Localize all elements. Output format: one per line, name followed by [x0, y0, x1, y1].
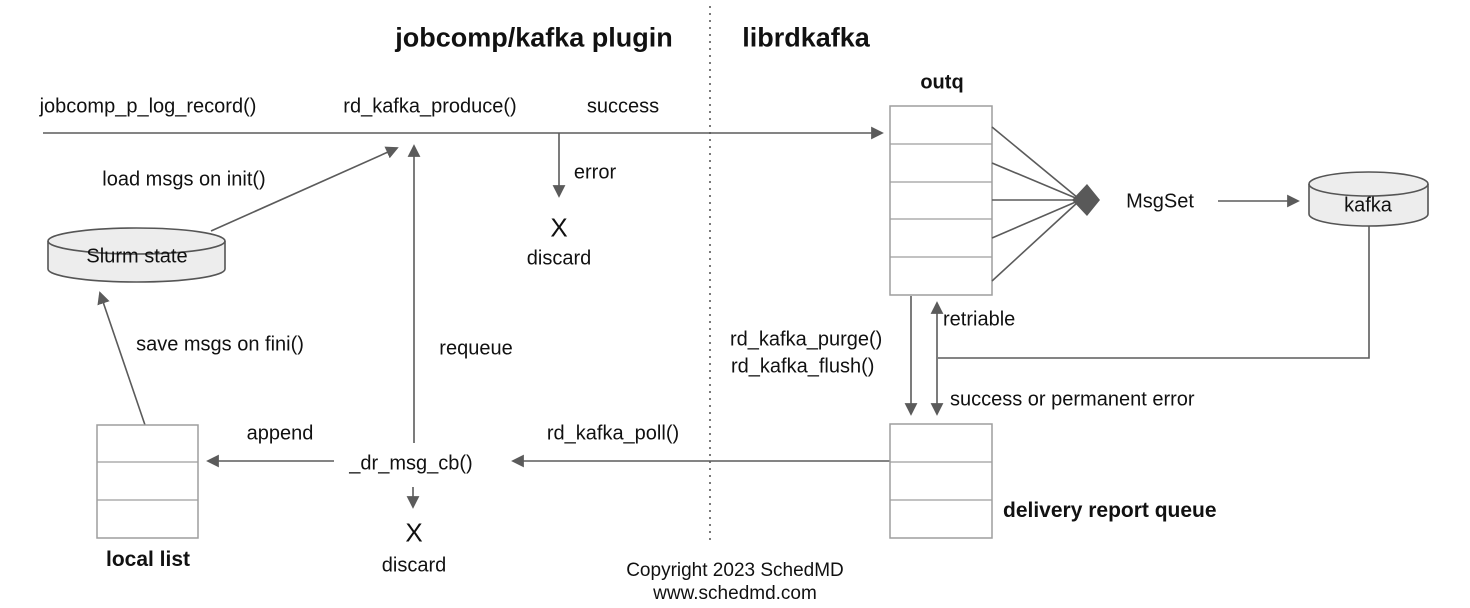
discard-x-top: X	[550, 212, 568, 243]
local-list-label: local list	[105, 548, 191, 571]
rd-kafka-purge-label: rd_kafka_purge()	[730, 328, 883, 351]
outq-box	[889, 105, 993, 296]
discard-bottom-label: discard	[381, 554, 447, 577]
load-msgs-arrow	[210, 146, 399, 232]
copyright-line: Copyright 2023 SchedMD	[626, 560, 844, 581]
outq-label: outq	[920, 71, 964, 94]
plugin-section-title: jobcomp/kafka plugin	[395, 22, 673, 53]
success-label: success	[586, 95, 660, 118]
append-label: append	[246, 422, 314, 445]
website-line: www.schedmd.com	[653, 583, 817, 604]
delivery-report-queue-box	[889, 423, 993, 539]
msgset-fan-lines	[991, 126, 1100, 282]
librdkafka-section-title: librdkafka	[742, 22, 870, 53]
msgset-label: MsgSet	[1126, 190, 1194, 213]
discard-x-bottom: X	[405, 517, 423, 548]
save-msgs-on-fini-label: save msgs on fini()	[136, 333, 304, 356]
requeue-label: requeue	[439, 337, 513, 360]
load-msgs-on-init-label: load msgs on init()	[102, 168, 266, 191]
discard-top-label: discard	[526, 247, 592, 270]
dr-msg-cb-label: _dr_msg_cb()	[349, 452, 473, 475]
rd-kafka-produce-label: rd_kafka_produce()	[343, 95, 517, 118]
slurm-state-label: Slurm state	[86, 245, 188, 268]
kafka-cylinder	[1308, 171, 1429, 227]
kafka-label: kafka	[1344, 194, 1392, 217]
jobcomp-p-log-record-label: jobcomp_p_log_record()	[39, 95, 257, 118]
retriable-label: retriable	[943, 308, 1016, 331]
rd-kafka-flush-label: rd_kafka_flush()	[731, 355, 875, 378]
msgset-converge-arrowhead	[1072, 184, 1100, 216]
kafka-feedback-line	[938, 226, 1370, 359]
error-label: error	[573, 161, 617, 184]
save-msgs-arrow	[97, 291, 146, 426]
slurm-state-cylinder	[47, 227, 226, 283]
local-list-box	[96, 424, 199, 539]
success-or-permanent-error-label: success or permanent error	[950, 388, 1195, 411]
delivery-report-queue-label: delivery report queue	[1003, 499, 1217, 522]
rd-kafka-poll-label: rd_kafka_poll()	[546, 422, 680, 445]
